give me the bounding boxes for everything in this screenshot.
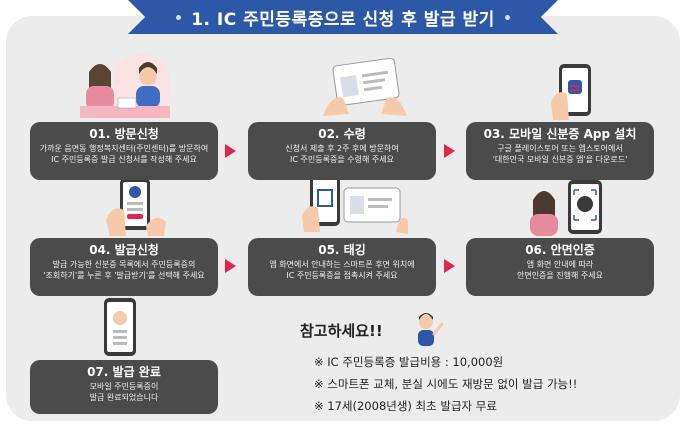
decor-dot-icon	[504, 14, 510, 20]
apply-phone-illustration	[106, 178, 166, 236]
step-title: 03. 모바일 신분증 App 설치	[483, 127, 637, 141]
note-line: ※ 스마트폰 교체, 분실 시에도 재방문 없이 발급 가능!!	[314, 377, 578, 391]
id-card-illustration	[323, 58, 407, 116]
step-desc-line1: 앱 화면 안내에 따라	[526, 260, 594, 269]
step-desc-line1: 구글 플레이스토어 또는 앱스토어에서	[497, 144, 623, 153]
arrow-right-icon	[444, 144, 455, 158]
step-desc-line1: 모바일 주민등록증이	[89, 382, 159, 391]
step-title: 04. 발급신청	[89, 243, 159, 257]
step-title: 07. 발급 완료	[87, 365, 161, 379]
step-desc-line2: IC 주민등록증을 접촉시켜 주세요	[286, 270, 398, 280]
step-desc-line2: '조회하기'를 누른 후 '발급받기'를 선택해 주세요	[43, 270, 205, 280]
step-04-apply: 04. 발급신청 발급 가능한 신분증 목록에서 주민등록증의 '조회하기'를 …	[30, 238, 218, 296]
step-desc-line1: 가까운 읍면동 행정복지센터(주민센터)를 방문하여	[39, 144, 209, 153]
person-pointing-illustration	[418, 313, 444, 346]
note-line: ※ IC 주민등록증 발급비용 : 10,000원	[314, 355, 504, 369]
step-01-visit: 01. 방문신청 가까운 읍면동 행정복지센터(주민센터)를 방문하여 IC 주…	[30, 122, 218, 180]
step-06-face-auth: 06. 안면인증 앱 화면 안내에 따라 안면인증을 진행해 주세요	[466, 238, 654, 296]
step-title: 02. 수령	[318, 127, 366, 141]
issue-complete-illustration	[104, 298, 136, 356]
step-title: 01. 방문신청	[89, 127, 159, 141]
step-desc-line2: IC 주민등록증 발급 신청서를 작성해 주세요	[51, 154, 197, 164]
step-03-install-app: 03. 모바일 신분증 App 설치 구글 플레이스토어 또는 앱스토어에서 '…	[466, 122, 654, 180]
notes-heading: 참고하세요!!	[300, 322, 383, 340]
step-07-complete: 07. 발급 완료 모바일 주민등록증이 발급 완료되었습니다	[30, 360, 218, 414]
step-desc-line2: 안면인증을 진행해 주세요	[516, 270, 604, 280]
arrow-right-icon	[444, 259, 455, 273]
step-desc-line2: 발급 완료되었습니다	[89, 392, 159, 402]
office-visit-illustration	[80, 54, 170, 118]
step-desc-line1: 신청서 제출 후 2주 후에 방문하여	[285, 144, 399, 153]
step-title: 05. 태깅	[318, 243, 366, 257]
face-auth-illustration	[530, 180, 602, 236]
step-desc-line1: 발급 가능한 신분증 목록에서 주민등록증의	[52, 260, 196, 269]
page-title: 1. IC 주민등록증으로 신청 후 발급 받기	[191, 9, 495, 30]
step-desc-line2: '대한민국 모바일 신분증 앱'을 다운로드'	[492, 154, 628, 164]
arrow-right-icon	[225, 144, 236, 158]
step-desc-line2: IC 주민등록증을 수령해 주세요	[290, 154, 394, 164]
page-title-banner: 1. IC 주민등록증으로 신청 후 발급 받기	[128, 0, 558, 34]
phone-app-illustration	[551, 64, 591, 120]
arrow-right-icon	[225, 259, 236, 273]
step-title: 06. 안면인증	[525, 243, 595, 257]
step-02-receive: 02. 수령 신청서 제출 후 2주 후에 방문하여 IC 주민등록증을 수령해…	[248, 122, 436, 180]
decor-dot-icon	[176, 14, 182, 20]
note-line: ※ 17세(2008년생) 최초 발급자 무료	[314, 399, 497, 413]
step-05-tag: 05. 태깅 앱 화면에서 안내하는 스마트폰 후면 위치에 IC 주민등록증을…	[248, 238, 436, 296]
step-desc-line1: 앱 화면에서 안내하는 스마트폰 후면 위치에	[269, 260, 415, 269]
nfc-tag-illustration	[302, 174, 408, 234]
